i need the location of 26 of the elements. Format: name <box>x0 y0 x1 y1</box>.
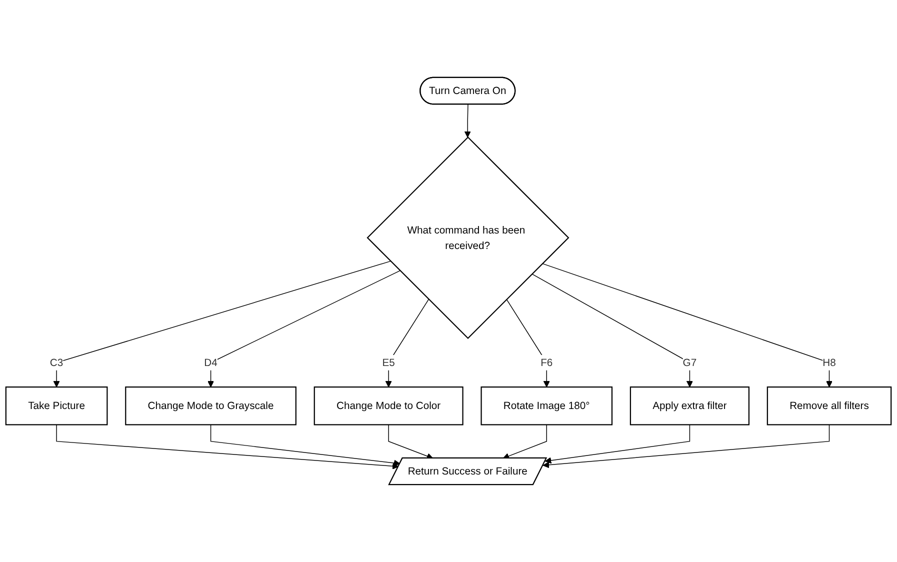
node-diamond: What command has been received? <box>366 136 570 340</box>
node-box: Change Mode to Color <box>314 386 464 426</box>
node-box: Rotate Image 180° <box>480 386 613 426</box>
edge-label: F6 <box>540 356 553 368</box>
edge-label: C3 <box>50 356 64 368</box>
arrow <box>502 424 547 460</box>
edge-label: H8 <box>822 356 836 368</box>
arrow <box>542 263 832 388</box>
edge-label: G7 <box>682 356 697 368</box>
arrow <box>544 424 690 464</box>
arrow <box>506 298 550 388</box>
arrow <box>464 104 471 138</box>
arrow <box>210 424 400 466</box>
arrow <box>388 424 434 460</box>
node-box: Take Picture <box>5 386 108 426</box>
arrow <box>208 270 400 388</box>
node-box: Change Mode to Grayscale <box>125 386 296 426</box>
node-box: Remove all filters <box>766 386 892 426</box>
edge-label: D4 <box>204 356 218 368</box>
arrow <box>532 274 693 388</box>
edge-label: E5 <box>382 356 395 368</box>
arrow <box>542 424 830 468</box>
arrow <box>385 298 430 388</box>
arrow <box>56 424 399 470</box>
arrow <box>53 260 391 388</box>
node-box: Apply extra filter <box>630 386 750 426</box>
